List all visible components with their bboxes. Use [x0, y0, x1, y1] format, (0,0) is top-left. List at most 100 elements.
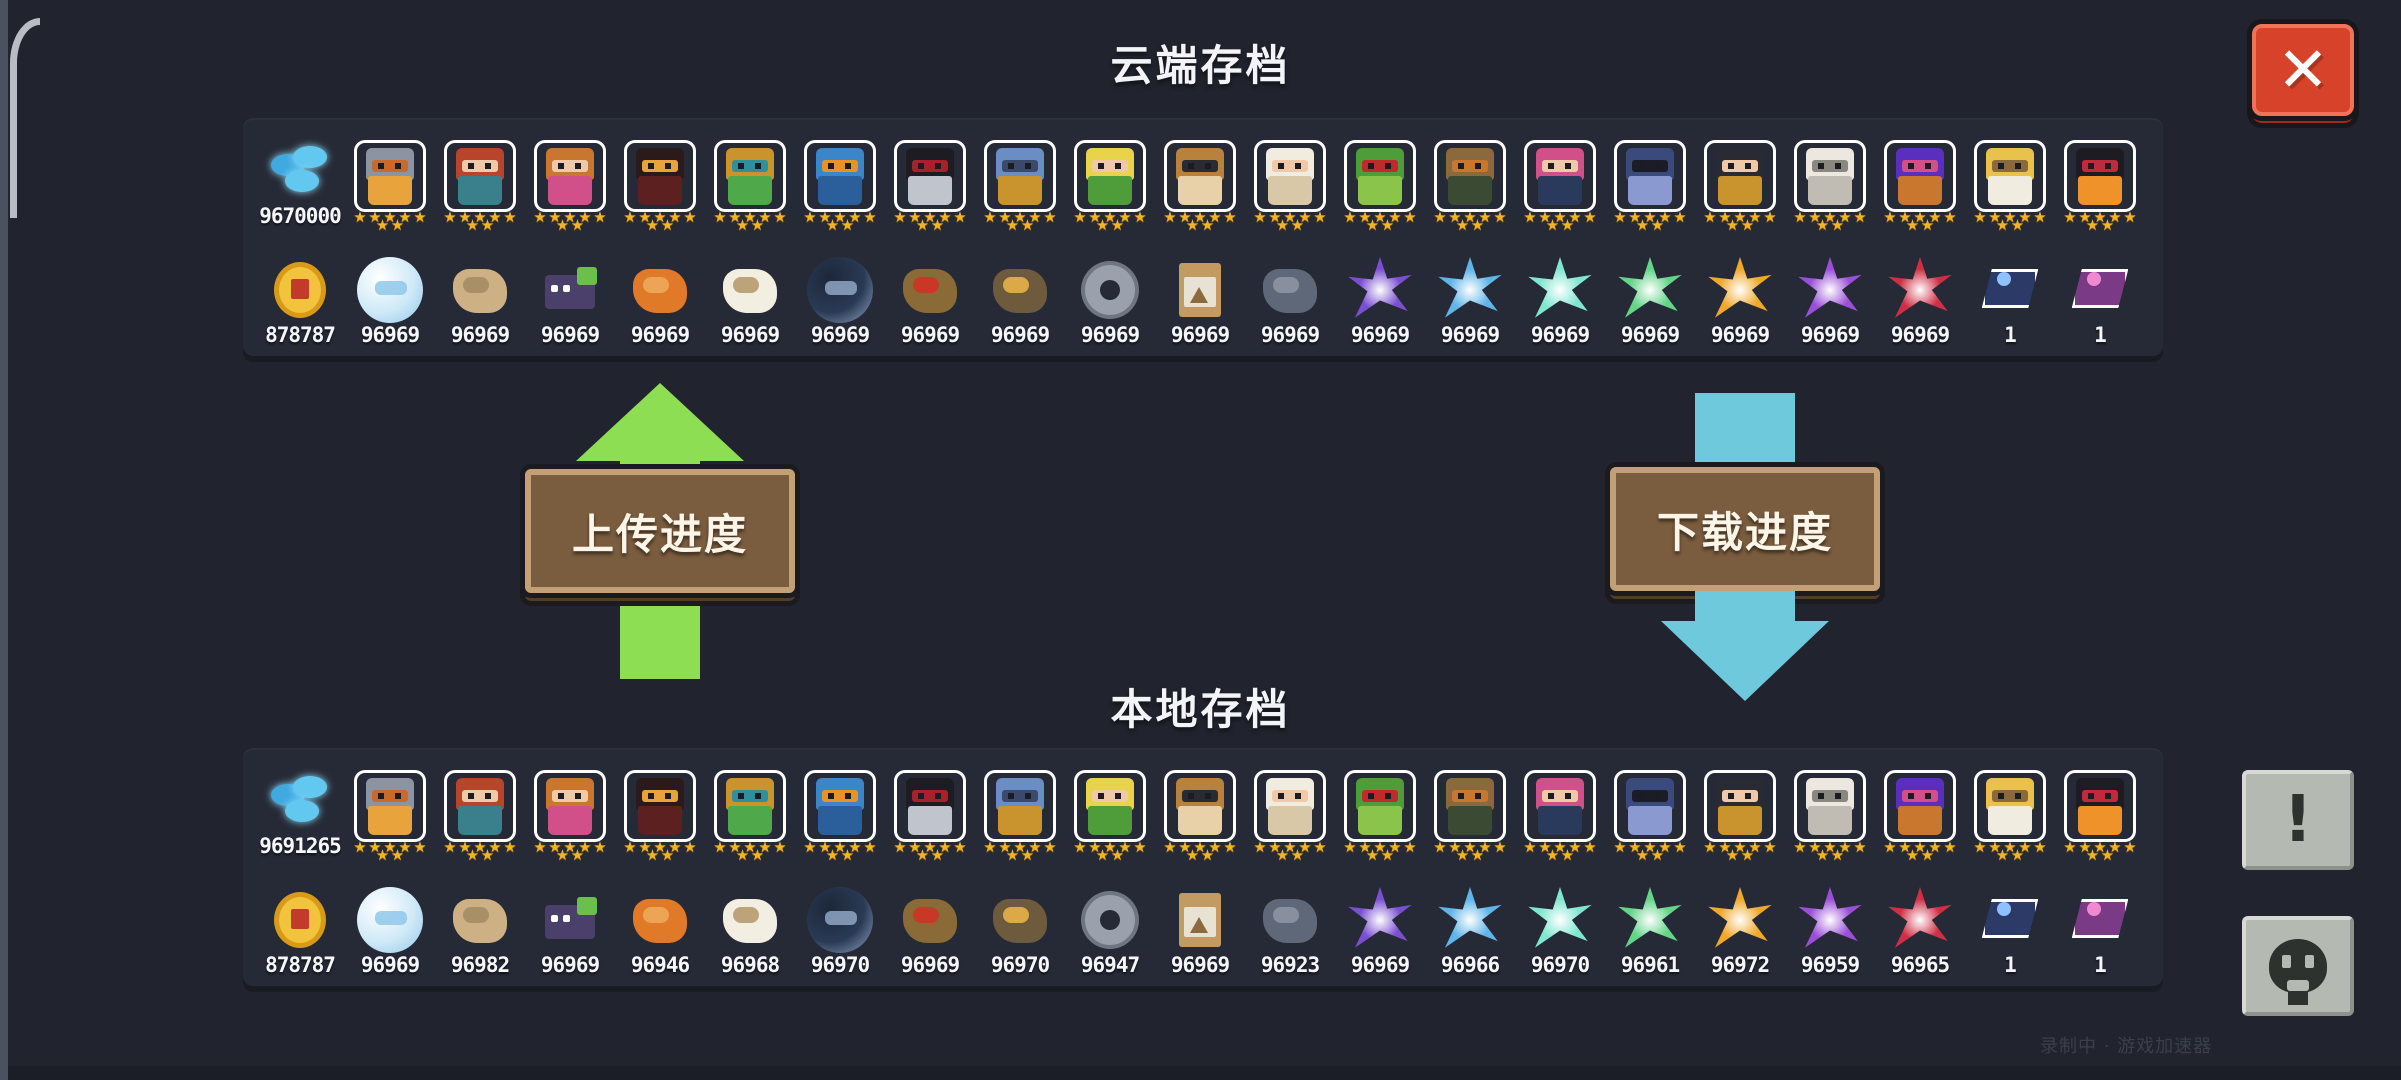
item-cell[interactable]: 96969	[885, 237, 975, 356]
item-cell[interactable]: 96969	[1155, 237, 1245, 356]
character-cell[interactable]: ★★★★★★★	[1785, 118, 1875, 237]
item-cell[interactable]: 96961	[1605, 867, 1695, 986]
character-cell[interactable]: ★★★★★★★	[705, 748, 795, 867]
star-rating: ★★★	[2151, 851, 2163, 859]
gold-medal-icon	[1977, 773, 2043, 839]
currency-amount: 9691265	[259, 834, 342, 858]
item-cell[interactable]: 96947	[1065, 867, 1155, 986]
item-cell[interactable]: 96970	[795, 867, 885, 986]
star-rating: ★★★★★★★	[1343, 208, 1417, 234]
character-cell[interactable]: ★★★★★★★	[1875, 748, 1965, 867]
item-cell[interactable]: 96969	[1875, 237, 1965, 356]
item-cell[interactable]: 96969	[795, 237, 885, 356]
character-cell[interactable]: ★★★★★★★	[1965, 118, 2055, 237]
item-cell[interactable]: 96969	[345, 867, 435, 986]
character-cell[interactable]: ★★★★★★★	[1245, 748, 1335, 867]
character-cell[interactable]: ★★★★★★★	[615, 748, 705, 867]
item-cell[interactable]: 96972	[1695, 867, 1785, 986]
character-cell[interactable]: ★★★	[2145, 118, 2163, 237]
item-cell[interactable]: 96969	[1245, 237, 1335, 356]
character-cell[interactable]: ★★★★★★★	[795, 748, 885, 867]
character-cell[interactable]: ★★★★★★★	[1245, 118, 1335, 237]
item-cell[interactable]: 96969	[1785, 237, 1875, 356]
close-button[interactable]: ✕	[2252, 24, 2354, 116]
item-cell[interactable]: 96965	[1875, 867, 1965, 986]
character-cell[interactable]: ★★★★★★★	[1605, 748, 1695, 867]
item-cell[interactable]: 96969	[615, 237, 705, 356]
character-cell[interactable]: ★★★★★★★	[1065, 748, 1155, 867]
item-cell[interactable]: 96969	[1605, 237, 1695, 356]
item-cell[interactable]: 96969	[1065, 237, 1155, 356]
character-cell[interactable]: ★★★★★★★	[435, 748, 525, 867]
character-cell[interactable]: ★★★★★★★	[1695, 118, 1785, 237]
character-cell[interactable]: ★★★★★★★	[1425, 118, 1515, 237]
character-cell[interactable]: ★★★★★★★	[615, 118, 705, 237]
character-cell[interactable]: ★★★★★★★	[885, 118, 975, 237]
character-cell[interactable]: ★★★★★★★	[525, 748, 615, 867]
character-cell[interactable]: ★★★★★★★	[525, 118, 615, 237]
notice-button[interactable]: !	[2242, 770, 2354, 870]
item-cell[interactable]: 96969	[1335, 237, 1425, 356]
item-cell[interactable]: 96970	[975, 867, 1065, 986]
item-cell[interactable]: 96946	[615, 867, 705, 986]
item-cell[interactable]: 96969	[1335, 867, 1425, 986]
item-cell[interactable]: 96966	[1425, 867, 1515, 986]
item-cell[interactable]: 96923	[1245, 867, 1335, 986]
character-cell[interactable]: ★★★★★★★	[1155, 118, 1245, 237]
item-cell[interactable]: 96969	[975, 237, 1065, 356]
item-cell[interactable]: 96970	[1515, 867, 1605, 986]
character-cell[interactable]: ★★★	[2145, 748, 2163, 867]
item-cell[interactable]: 1	[2055, 867, 2145, 986]
character-cell[interactable]: ★★★★★★★	[1965, 748, 2055, 867]
item-cell[interactable]: 1	[1965, 237, 2055, 356]
character-cell[interactable]: ★★★★★★★	[345, 748, 435, 867]
upload-progress-button[interactable]: 上传进度	[525, 469, 795, 593]
item-cell[interactable]: 96969	[525, 237, 615, 356]
item-cell[interactable]: 96959	[1785, 867, 1875, 986]
character-cell[interactable]: ★★★★★★★	[435, 118, 525, 237]
character-cell[interactable]: ★★★★★★★	[1875, 118, 1965, 237]
character-cell[interactable]: ★★★★★★★	[1605, 118, 1695, 237]
item-cell[interactable]: 96969	[1515, 237, 1605, 356]
item-cell[interactable]: 96982	[435, 867, 525, 986]
character-cell[interactable]: ★★★★★★★	[1425, 748, 1515, 867]
item-cell[interactable]: 96968	[705, 867, 795, 986]
upload-button-label: 上传进度	[571, 509, 748, 559]
item-cell[interactable]: 96969	[1695, 237, 1785, 356]
character-cell[interactable]: ★★★★★★★	[1785, 748, 1875, 867]
character-cell[interactable]: ★★★★★★★	[2055, 118, 2145, 237]
local-character-row[interactable]: 9691265★★★★★★★★★★★★★★★★★★★★★★★★★★★★★★★★★…	[243, 748, 2163, 867]
character-cell[interactable]: ★★★★★★★	[795, 118, 885, 237]
character-cell[interactable]: ★★★★★★★	[345, 118, 435, 237]
item-cell[interactable]: 96969	[1425, 237, 1515, 356]
character-cell[interactable]: ★★★★★★★	[1695, 748, 1785, 867]
item-amount: 96969	[450, 323, 510, 347]
character-cell[interactable]: ★★★★★★★	[1335, 118, 1425, 237]
item-cell[interactable]: 96969	[705, 237, 795, 356]
character-cell[interactable]: ★★★★★★★	[975, 748, 1065, 867]
character-cell[interactable]: ★★★★★★★	[1155, 748, 1245, 867]
item-cell[interactable]: 96969	[1155, 867, 1245, 986]
character-cell[interactable]: ★★★★★★★	[2055, 748, 2145, 867]
item-cell[interactable]: 96969	[525, 867, 615, 986]
item-amount: 96982	[450, 953, 510, 977]
character-cell[interactable]: ★★★★★★★	[1515, 118, 1605, 237]
character-cell[interactable]: ★★★★★★★	[1515, 748, 1605, 867]
character-cell[interactable]: ★★★★★★★	[975, 118, 1065, 237]
cloud-character-row[interactable]: 9670000★★★★★★★★★★★★★★★★★★★★★★★★★★★★★★★★★…	[243, 118, 2163, 237]
character-cell[interactable]: ★★★★★★★	[1065, 118, 1155, 237]
red-star-icon	[1887, 887, 1953, 953]
item-cell[interactable]: 1	[1965, 867, 2055, 986]
character-cell[interactable]: ★★★★★★★	[705, 118, 795, 237]
item-cell[interactable]: 96969	[435, 237, 525, 356]
item-cell[interactable]: 96969	[345, 237, 435, 356]
character-cell[interactable]: ★★★★★★★	[1335, 748, 1425, 867]
item-cell[interactable]: 96969	[885, 867, 975, 986]
character-cell[interactable]: ★★★★★★★	[885, 748, 975, 867]
item-cell[interactable]: 1	[2055, 237, 2145, 356]
avatar-button[interactable]	[2242, 916, 2354, 1016]
arrow-down-icon	[1661, 621, 1829, 701]
download-progress-button[interactable]: 下载进度	[1610, 467, 1880, 591]
